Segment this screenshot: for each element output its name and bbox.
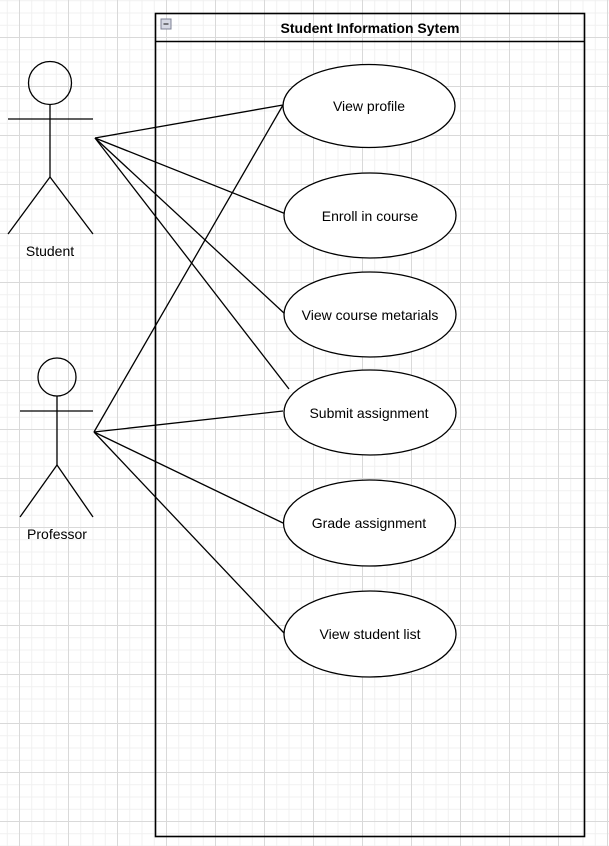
use-case-grade-assignment[interactable]: Grade assignment (282, 479, 457, 567)
use-case-label: Enroll in course (322, 208, 419, 224)
use-case-label: Submit assignment (309, 405, 428, 421)
minus-square-icon[interactable] (160, 18, 172, 30)
use-case-view-course-materials[interactable]: View course metarials (283, 271, 457, 358)
association-student-uc3[interactable] (94, 137, 286, 315)
use-case-view-profile[interactable]: View profile (282, 63, 456, 149)
association-professor-uc5[interactable] (93, 431, 284, 524)
use-case-label: View course metarials (302, 307, 439, 323)
association-student-uc2[interactable] (94, 137, 287, 215)
actor-right-leg (56, 464, 94, 518)
association-professor-uc6[interactable] (93, 431, 285, 634)
actor-left-leg (19, 464, 58, 518)
actor-professor[interactable]: Professor (19, 357, 94, 542)
actor-label: Student (26, 243, 74, 259)
association-professor-uc1[interactable] (93, 104, 284, 433)
actor-head (37, 357, 77, 397)
actor-student[interactable]: Student (7, 60, 94, 260)
association-student-uc1[interactable] (94, 104, 284, 139)
use-case-view-student-list[interactable]: View student list (283, 590, 457, 678)
use-case-label: View student list (320, 626, 421, 642)
actor-left-leg (7, 176, 51, 235)
associations (93, 104, 290, 634)
use-case-enroll-in-course[interactable]: Enroll in course (283, 172, 457, 259)
actor-right-leg (49, 176, 94, 235)
use-case-submit-assignment[interactable]: Submit assignment (283, 369, 457, 456)
use-case-label: View profile (333, 98, 405, 114)
actor-head (27, 60, 73, 106)
system-title: Student Information Sytem (281, 20, 460, 36)
system-boundary[interactable]: Student Information Sytem (154, 12, 586, 838)
actor-label: Professor (27, 526, 87, 542)
use-case-label: Grade assignment (312, 515, 427, 531)
association-professor-uc4[interactable] (93, 410, 284, 433)
